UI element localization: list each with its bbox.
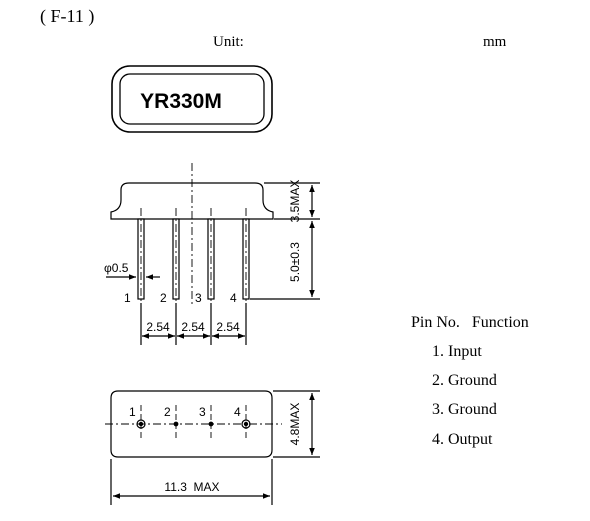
length-dimension-label: 11.3 MAX	[164, 480, 219, 494]
side-pin-label-3: 3	[195, 291, 202, 305]
side-view-body	[110, 182, 274, 220]
unit-label: Unit:	[213, 34, 244, 50]
bottom-pin-label-2: 2	[164, 405, 171, 419]
side-pin-label-4: 4	[230, 291, 237, 305]
bottom-pin-1-marker	[136, 419, 146, 429]
bottom-view	[105, 390, 320, 505]
side-view	[106, 163, 320, 345]
pitch-label-3: 2.54	[216, 320, 240, 334]
lead-length-dimension-label: 5.0±0.3	[288, 242, 302, 282]
pitch-label-2: 2.54	[181, 320, 205, 334]
pin-function-4: 4. Output	[432, 431, 493, 448]
bottom-pin-label-4: 4	[234, 405, 241, 419]
height-dimension-label: 3.5MAX	[288, 180, 302, 223]
figure-code: ( F-11 )	[40, 6, 95, 26]
top-view-package: YR330M	[111, 65, 273, 133]
unit-value: mm	[483, 34, 507, 50]
side-pin-label-2: 2	[160, 291, 167, 305]
bottom-pin-label-1: 1	[129, 405, 136, 419]
pin-function-2: 2. Ground	[432, 372, 497, 389]
bottom-view-body	[110, 390, 273, 458]
side-pin-label-1: 1	[124, 291, 131, 305]
width-dimension-label: 4.8MAX	[288, 403, 302, 446]
pitch-label-1: 2.54	[146, 320, 170, 334]
bottom-pin-4-marker	[241, 419, 251, 429]
part-marking: YR330M	[140, 90, 222, 113]
bottom-pin-2-dot	[173, 421, 179, 427]
pin-table-header: Pin No. Function	[411, 314, 529, 331]
pin-function-3: 3. Ground	[432, 401, 497, 418]
lead-diameter-label: φ0.5	[104, 261, 129, 275]
bottom-pin-label-3: 3	[199, 405, 206, 419]
bottom-pin-3-dot	[208, 421, 214, 427]
pin-function-1: 1. Input	[432, 343, 482, 360]
